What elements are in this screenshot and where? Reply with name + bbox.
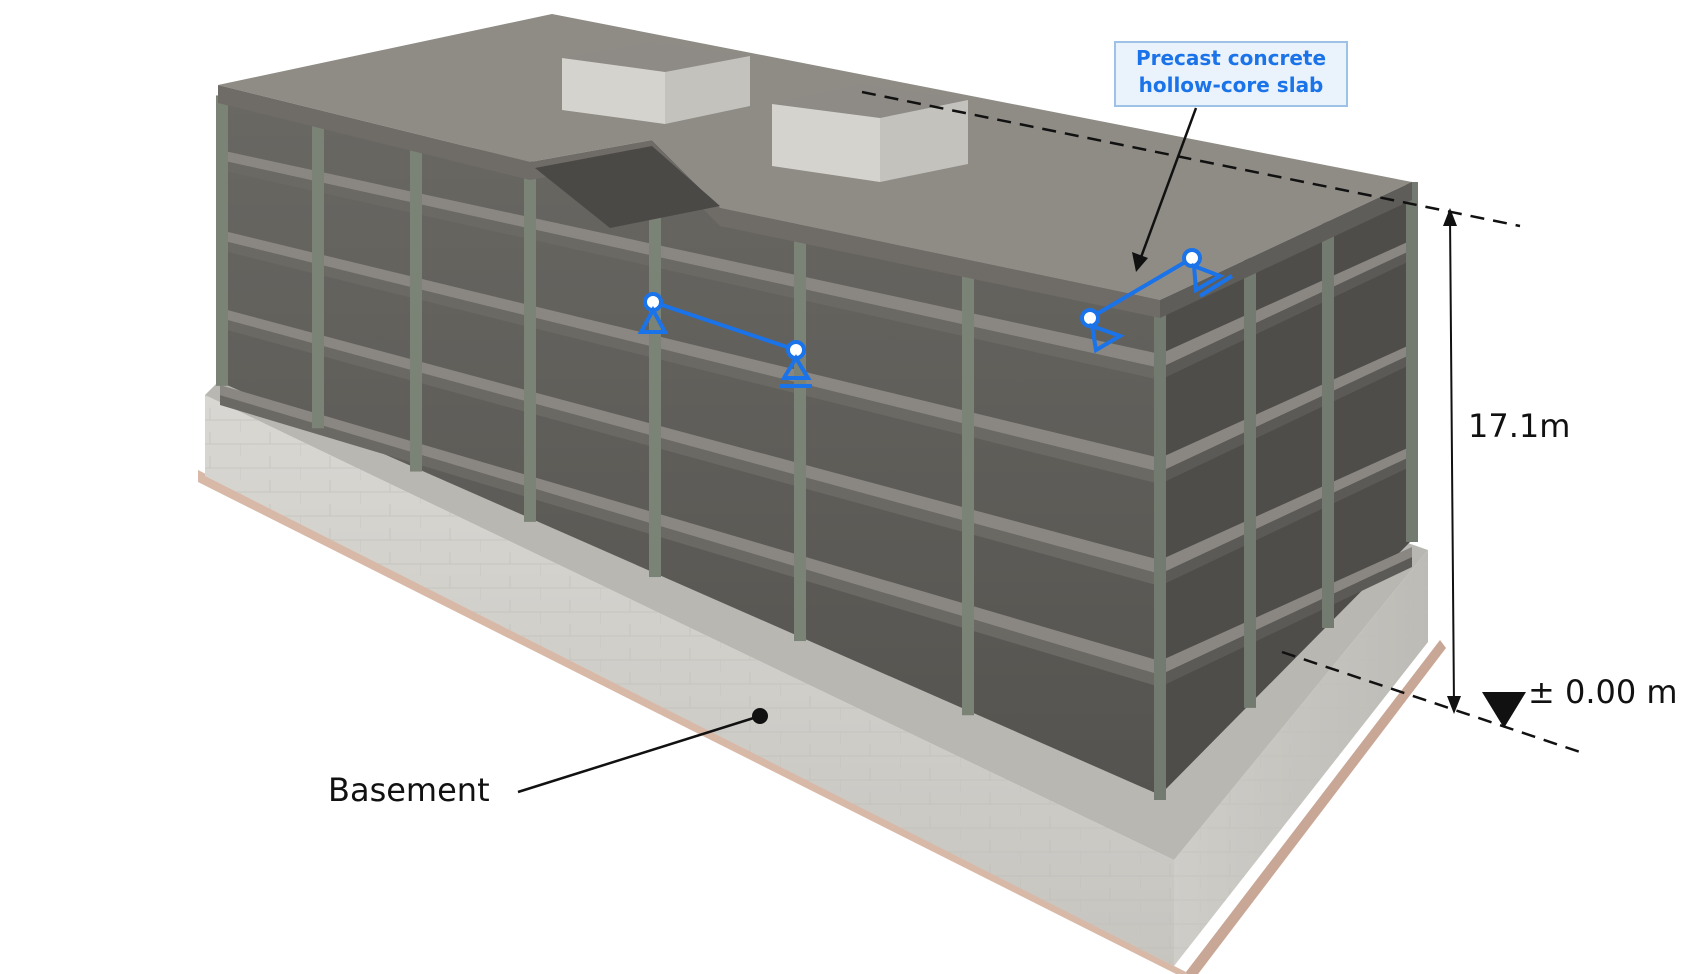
floor-slab-front-4 [220, 395, 1160, 687]
front-column-6 [794, 224, 806, 642]
side-column-3 [1322, 221, 1334, 629]
side-column-4 [1406, 182, 1418, 542]
floor-slab-side-1 [1160, 250, 1412, 380]
floor-slab-side-3 [1160, 456, 1412, 586]
front-column-7 [962, 262, 974, 716]
level-label: ± 0.00 m [1528, 673, 1678, 711]
support-beam-symbol-left [637, 292, 812, 388]
side-column-2 [1244, 257, 1256, 708]
slab-label: Precast concrete hollow-core slab [1114, 41, 1348, 272]
column-grid [216, 95, 1418, 800]
front-column-1 [216, 95, 228, 386]
front-column-2 [312, 116, 324, 429]
dimension-lines [861, 90, 1581, 754]
front-column-3 [410, 138, 422, 472]
floor-slabs [220, 150, 1412, 687]
floor-slab-side-4 [1160, 557, 1412, 687]
rooftop-unit-1 [562, 42, 750, 124]
floor-slab-side-2 [1160, 354, 1412, 484]
front-column-5 [649, 192, 661, 578]
floor-slab-front-1 [220, 160, 1160, 380]
level-marker-triangle [1482, 692, 1526, 728]
basement-label: Basement [328, 771, 490, 809]
slab-label-line2: hollow-core slab [1139, 73, 1324, 97]
height-label: 17.1m [1468, 407, 1570, 445]
support-beam-symbol-right [1080, 248, 1234, 354]
floor-slab-front-2 [220, 240, 1160, 484]
rooftop-unit-2 [772, 84, 968, 182]
slab-label-line1: Precast concrete [1136, 46, 1326, 70]
front-column-4 [524, 164, 536, 522]
side-column-1 [1154, 300, 1166, 800]
floor-slab-front-3 [220, 318, 1160, 586]
basement-leader [517, 708, 768, 794]
